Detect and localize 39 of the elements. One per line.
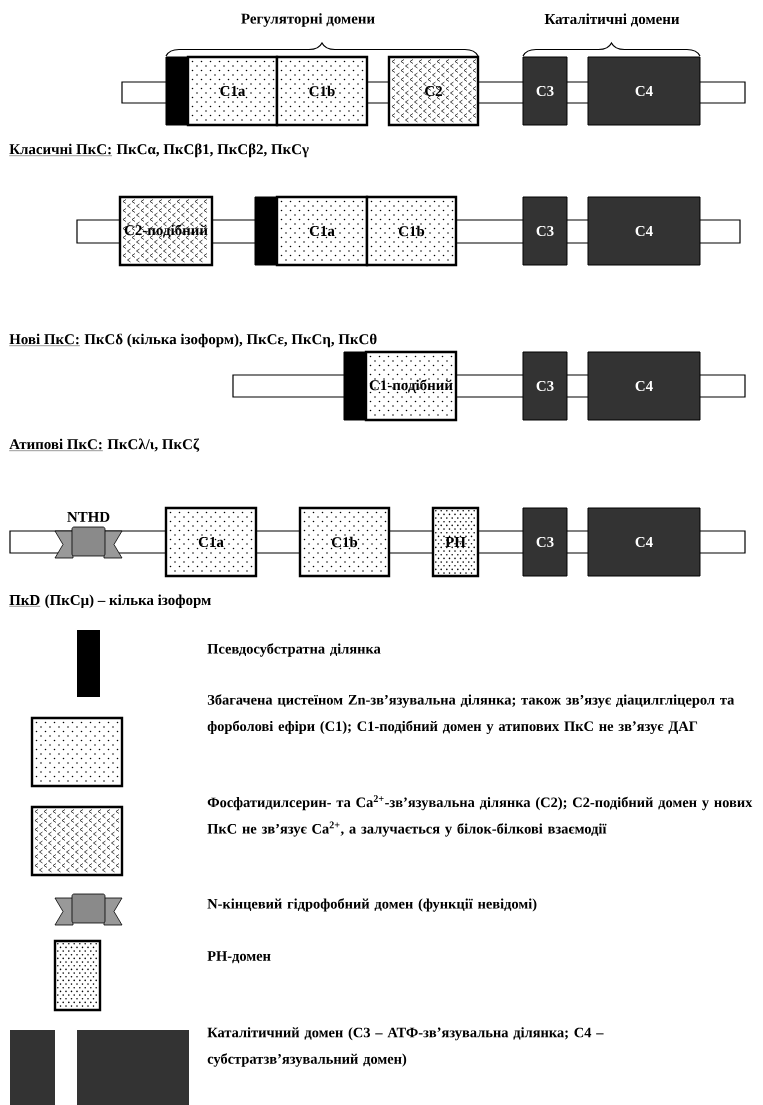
pseudosubstrate-bar	[165, 56, 189, 126]
isoform-list: ПкСλ/ι, ПкСζ	[107, 438, 200, 452]
catalytic-domain-box: C3	[522, 56, 568, 126]
pseudosubstrate-bar	[343, 351, 367, 421]
domain-group-label: Каталітичні домени	[544, 13, 680, 27]
hydrophobic-domain: NTHD	[54, 512, 123, 559]
domain-box: C2-подібний	[118, 195, 214, 267]
isoform-list: ПкСα, ПкСβ1, ПкСβ2, ПкСγ	[116, 143, 309, 158]
isoform-list: (ПкСμ) – кілька ізоформ	[45, 594, 211, 609]
domain-box: C1a	[275, 195, 369, 267]
node-label: NTHD	[67, 512, 110, 522]
catalytic-domain-box: C4	[587, 351, 701, 421]
catalytic-domain-box: C3	[522, 196, 568, 266]
legend-text: Збагачена цистеїном Zn-зв’язувальна ділянка; також зв’язує діацилгліцерол та форболові ефіри (С1); С1-подібний домен у атипових ПкС не зв’язує ДАГ	[207, 694, 735, 735]
catalytic-domain-box: C4	[587, 507, 701, 577]
section-heading: Класичні ПкС:	[9, 143, 113, 156]
domain-box: C1a	[186, 55, 279, 127]
section-heading: Атипові ПкС:	[9, 438, 104, 451]
section-heading: Нові ПкС:	[9, 333, 81, 346]
domain-box: C1-подібний	[364, 350, 458, 422]
isoform-list: ПкСδ (кілька ізоформ), ПкСε, ПкСη, ПкСθ	[84, 333, 377, 348]
domain-box: C2	[387, 55, 480, 127]
legend-text: РН-домен	[207, 951, 271, 964]
domain-box: C1b	[365, 195, 458, 267]
legend-text: Каталітичний домен (С3 – АТФ-зв’язувальна ділянка; С4 – субстратзв’язувальний домен)	[207, 1027, 604, 1067]
domain-box: C1a	[164, 506, 258, 578]
catalytic-domain-box: C3	[522, 351, 568, 421]
domain-box: C1b	[275, 55, 369, 127]
catalytic-domain-box: C4	[587, 56, 701, 126]
legend-text: Фосфатидилсерин- та Са$^{2+}$-зв’язувальна ділянка (С2); С2-подібний домен у нових ПкС не зв’язує Са$^{2+}$, а залучається у білок-білкові взаємодії	[207, 795, 753, 837]
domain-box: C1b	[298, 506, 391, 578]
domain-box: PH	[431, 506, 480, 578]
domain-group-label: Регуляторні домени	[241, 13, 375, 27]
catalytic-domain-box: C3	[522, 507, 568, 577]
legend-text: N-кінцевий гідрофобний домен (функції невідомі)	[207, 898, 537, 912]
pseudosubstrate-bar	[254, 196, 278, 266]
catalytic-domain-box: C4	[587, 196, 701, 266]
legend-text: Псевдосубстратна ділянка	[207, 643, 381, 657]
section-heading: ПкD	[9, 595, 41, 607]
